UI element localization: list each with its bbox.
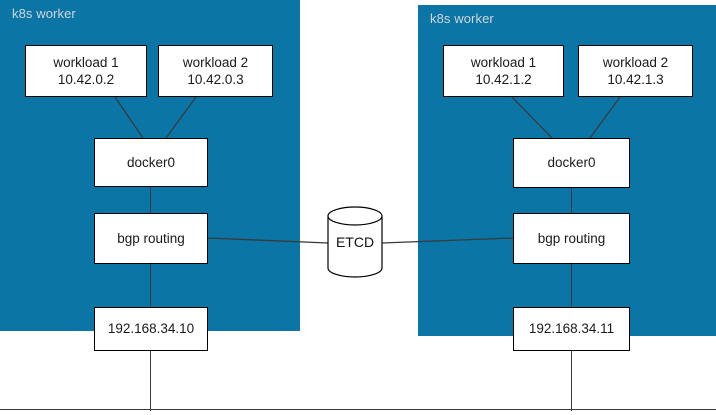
etcd-store[interactable]: ETCD xyxy=(328,216,382,268)
workload-ip: 10.42.1.2 xyxy=(475,72,532,87)
edge-docker0-bgp-left xyxy=(150,186,152,214)
workload-box-right-2[interactable]: workload 2 10.42.1.3 xyxy=(578,45,693,97)
edge-bottom-network-bus xyxy=(0,409,716,411)
routing-box-right[interactable]: bgp routing xyxy=(513,213,630,264)
bridge-box-left[interactable]: docker0 xyxy=(94,138,208,187)
host-ip-label: 192.168.34.10 xyxy=(107,321,195,337)
bridge-label: docker0 xyxy=(126,154,176,170)
edge-hostip-bus-left xyxy=(150,350,152,411)
routing-label: bgp routing xyxy=(117,230,185,246)
host-ip-label: 192.168.34.11 xyxy=(528,321,615,337)
workload-name: workload 1 xyxy=(470,54,537,70)
routing-box-left[interactable]: bgp routing xyxy=(94,213,208,264)
worker-label-right: k8s worker xyxy=(430,11,494,26)
workload-name: workload 2 xyxy=(602,54,669,70)
worker-label-left: k8s worker xyxy=(12,6,76,21)
etcd-label: ETCD xyxy=(335,234,375,250)
workload-name: workload 1 xyxy=(53,54,119,70)
bridge-label: docker0 xyxy=(547,155,596,171)
host-ip-box-left[interactable]: 192.168.34.10 xyxy=(94,307,208,351)
edge-hostip-bus-right xyxy=(571,350,573,411)
workload-ip: 10.42.0.3 xyxy=(187,72,244,87)
workload-box-right-1[interactable]: workload 1 10.42.1.2 xyxy=(443,45,564,97)
host-ip-box-right[interactable]: 192.168.34.11 xyxy=(513,307,630,351)
routing-label: bgp routing xyxy=(537,230,606,246)
workload-ip: 10.42.1.3 xyxy=(607,72,664,87)
edge-bgp-hostip-right xyxy=(571,263,573,309)
bridge-box-right[interactable]: docker0 xyxy=(513,138,630,188)
workload-ip: 10.42.0.2 xyxy=(57,72,115,87)
workload-box-left-2[interactable]: workload 2 10.42.0.3 xyxy=(158,45,273,97)
edge-bgp-hostip-left xyxy=(150,263,152,309)
edge-docker0-bgp-right xyxy=(571,187,573,214)
workload-box-left-1[interactable]: workload 1 10.42.0.2 xyxy=(25,45,147,97)
workload-name: workload 2 xyxy=(182,54,249,70)
